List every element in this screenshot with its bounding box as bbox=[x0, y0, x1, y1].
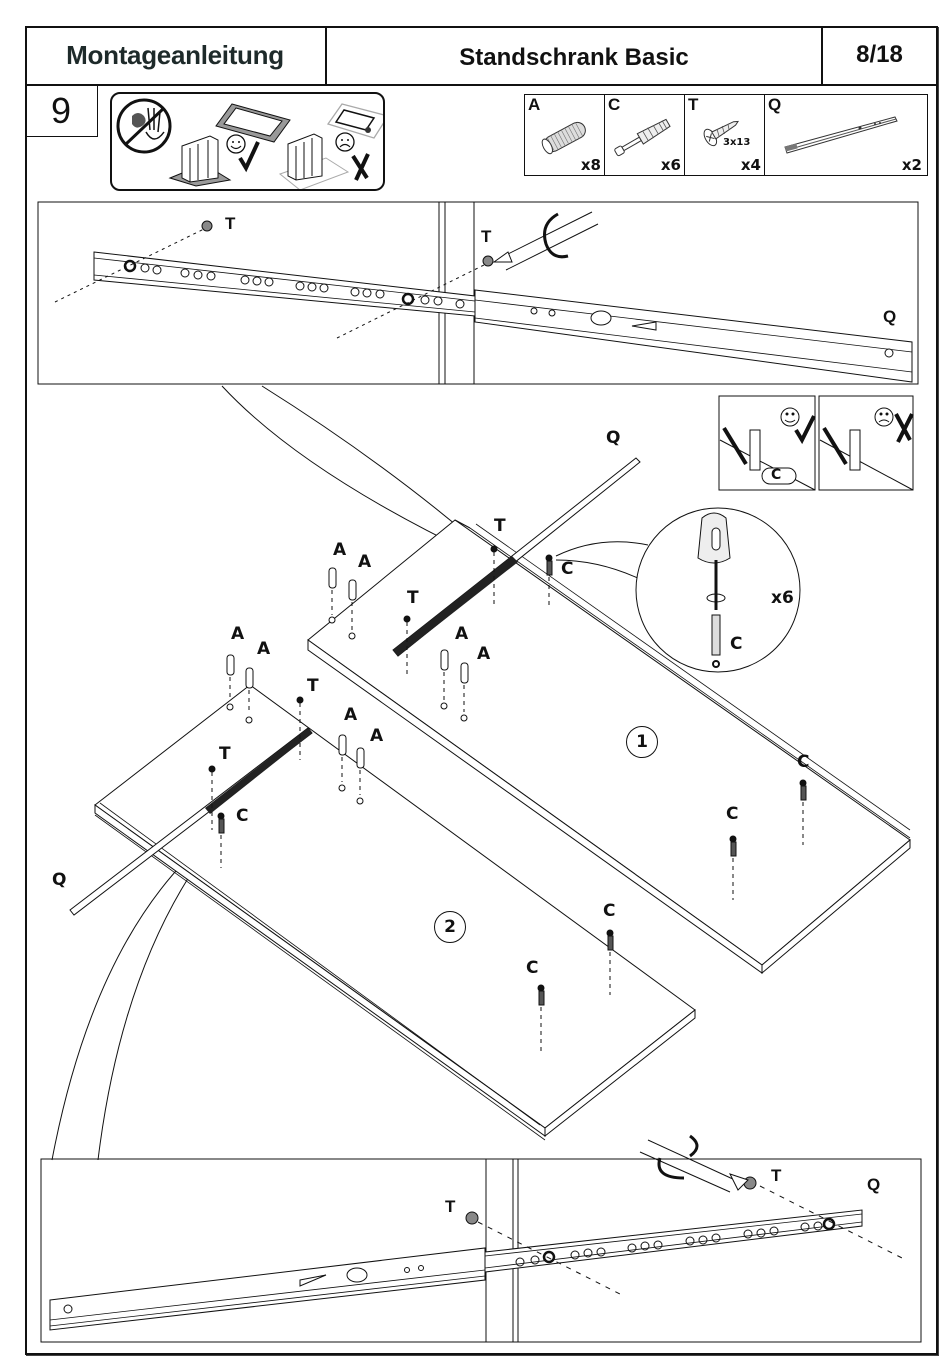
label-screw: T bbox=[307, 678, 319, 695]
label-dowel: A bbox=[257, 641, 270, 658]
label-dowel: A bbox=[370, 728, 383, 745]
label-dowel: A bbox=[231, 626, 244, 643]
label-slide: Q bbox=[883, 308, 896, 325]
label-cam: C bbox=[603, 903, 615, 920]
label-screw: T bbox=[445, 1198, 455, 1215]
callout-part-label: C bbox=[730, 636, 742, 653]
panel-number-1: 1 bbox=[626, 726, 658, 758]
label-slide: Q bbox=[52, 872, 66, 889]
label-cam: C bbox=[797, 754, 809, 771]
label-dowel: A bbox=[344, 707, 357, 724]
label-dowel: A bbox=[455, 626, 468, 643]
label-screw: T bbox=[225, 215, 235, 232]
label-cam: C bbox=[561, 561, 573, 578]
label-cam: C bbox=[726, 806, 738, 823]
panel-number-2: 2 bbox=[434, 911, 466, 943]
cam-tip-label: C bbox=[771, 468, 781, 482]
label-dowel: A bbox=[333, 542, 346, 559]
label-screw: T bbox=[771, 1167, 781, 1184]
label-screw: T bbox=[481, 228, 491, 245]
label-slide: Q bbox=[606, 430, 620, 447]
callout-quantity: x6 bbox=[771, 590, 794, 607]
label-dowel: A bbox=[358, 554, 371, 571]
label-slide: Q bbox=[867, 1176, 880, 1193]
label-screw: T bbox=[494, 518, 506, 535]
label-cam: C bbox=[526, 960, 538, 977]
label-cam: C bbox=[236, 808, 248, 825]
label-dowel: A bbox=[477, 646, 490, 663]
label-screw: T bbox=[219, 746, 231, 763]
label-screw: T bbox=[407, 590, 419, 607]
